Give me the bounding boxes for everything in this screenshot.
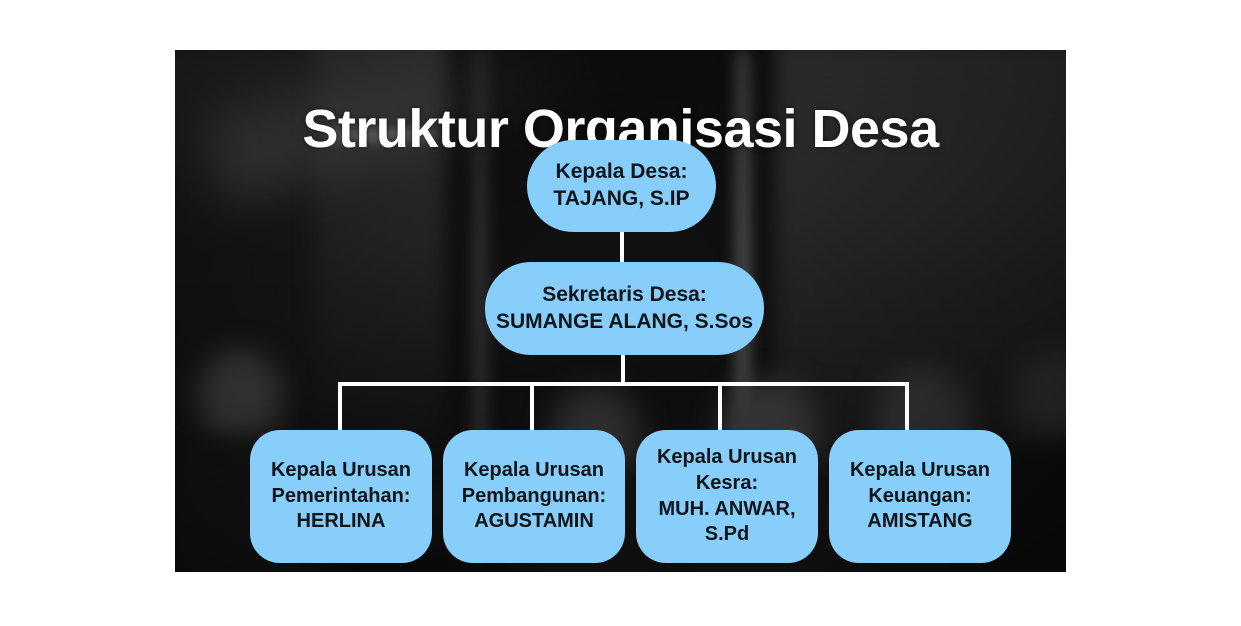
node-kaur-kesra-name-line-2: S.Pd	[704, 523, 750, 546]
node-sekretaris-desa-role: Sekretaris Desa:	[542, 282, 707, 306]
node-kaur-pembangunan-name: AGUSTAMIN	[474, 510, 594, 533]
node-kaur-pembangunan[interactable]: Kepala Urusan Pembangunan: AGUSTAMIN	[443, 430, 625, 563]
node-kaur-keuangan[interactable]: Kepala Urusan Keuangan: AMISTANG	[829, 430, 1011, 563]
node-sekretaris-desa[interactable]: Sekretaris Desa: SUMANGE ALANG, S.Sos	[485, 262, 764, 355]
node-kaur-pembangunan-line-1: Kepala Urusan	[463, 459, 605, 482]
node-kaur-kesra-name-line-1: MUH. ANWAR,	[658, 497, 796, 520]
node-kaur-pemerintahan-name: HERLINA	[296, 510, 386, 533]
node-kaur-pembangunan-line-2: Pembangunan:	[461, 484, 607, 507]
node-kaur-pemerintahan-line-2: Pemerintahan:	[271, 484, 411, 507]
connector-horizontal-bus	[338, 382, 909, 386]
node-kaur-kesra[interactable]: Kepala Urusan Kesra: MUH. ANWAR, S.Pd	[636, 430, 818, 563]
node-kaur-pemerintahan[interactable]: Kepala Urusan Pemerintahan: HERLINA	[250, 430, 432, 563]
node-kepala-desa[interactable]: Kepala Desa: TAJANG, S.IP	[527, 140, 716, 232]
node-kaur-keuangan-line-1: Kepala Urusan	[849, 459, 991, 482]
node-kaur-keuangan-name: AMISTANG	[867, 510, 973, 533]
connector-drop-kesra	[718, 382, 722, 434]
node-sekretaris-desa-name: SUMANGE ALANG, S.Sos	[495, 309, 754, 333]
connector-kepaladesa-sekretaris	[620, 232, 624, 263]
connector-drop-keuangan	[905, 382, 909, 434]
node-kaur-keuangan-line-2: Keuangan:	[868, 484, 972, 507]
connector-sekretaris-drop	[621, 355, 625, 384]
background-photo-panel: Struktur Organisasi Desa Kepala Desa: TA…	[175, 50, 1066, 572]
node-kaur-pemerintahan-line-1: Kepala Urusan	[270, 459, 412, 482]
node-kaur-kesra-line-1: Kepala Urusan	[656, 446, 798, 469]
node-kepala-desa-name: TAJANG, S.IP	[553, 187, 690, 210]
connector-drop-pemerintahan	[338, 382, 342, 434]
connector-drop-pembangunan	[530, 382, 534, 434]
node-kaur-kesra-line-2: Kesra:	[695, 471, 759, 494]
node-kepala-desa-role: Kepala Desa:	[555, 160, 688, 184]
